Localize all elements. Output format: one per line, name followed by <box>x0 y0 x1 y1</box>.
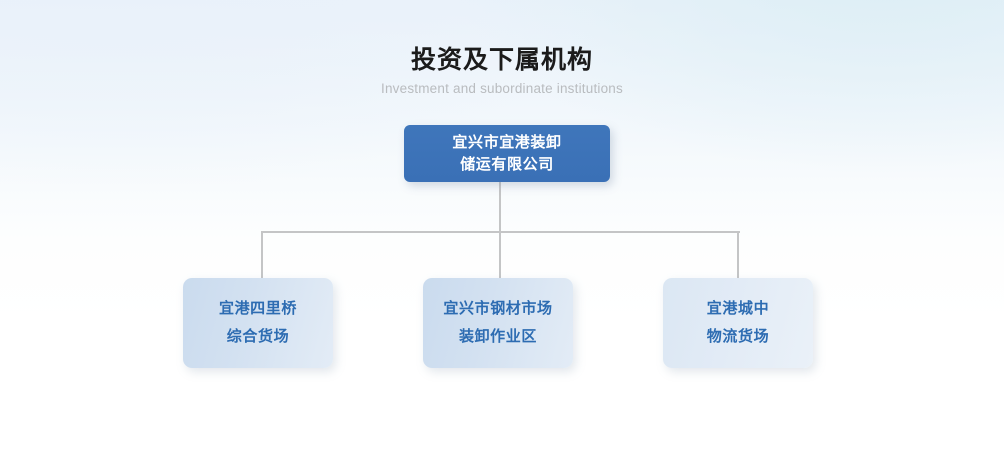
org-node-child-3-line-2: 物流货场 <box>706 328 770 345</box>
org-node-child-2-line-1: 宜兴市钢材市场 <box>443 300 553 317</box>
org-node-child-3[interactable]: 宜港城中 物流货场 <box>663 278 813 368</box>
page-title: 投资及下属机构 <box>410 46 593 74</box>
org-node-child-1[interactable]: 宜港四里桥 综合货场 <box>183 278 333 368</box>
org-node-child-2[interactable]: 宜兴市钢材市场 装卸作业区 <box>423 278 573 368</box>
connector-drop-left <box>261 231 263 279</box>
connector-horizontal-bar <box>262 231 740 233</box>
org-node-child-3-line-1: 宜港城中 <box>706 300 770 317</box>
page-heading: 投资及下属机构 Investment and subordinate insti… <box>0 44 1004 99</box>
org-node-child-2-line-2: 装卸作业区 <box>458 328 537 345</box>
connector-drop-middle <box>499 231 501 279</box>
org-node-root-line-2: 储运有限公司 <box>460 155 554 173</box>
org-node-root-line-1: 宜兴市宜港装卸 <box>452 133 562 151</box>
org-node-child-1-line-2: 综合货场 <box>226 328 290 345</box>
page-subtitle: Investment and subordinate institutions <box>381 81 623 96</box>
org-node-child-1-line-1: 宜港四里桥 <box>218 300 297 317</box>
org-node-root[interactable]: 宜兴市宜港装卸 储运有限公司 <box>404 125 610 182</box>
connector-root-stem <box>499 182 501 233</box>
connector-drop-right <box>737 231 739 279</box>
